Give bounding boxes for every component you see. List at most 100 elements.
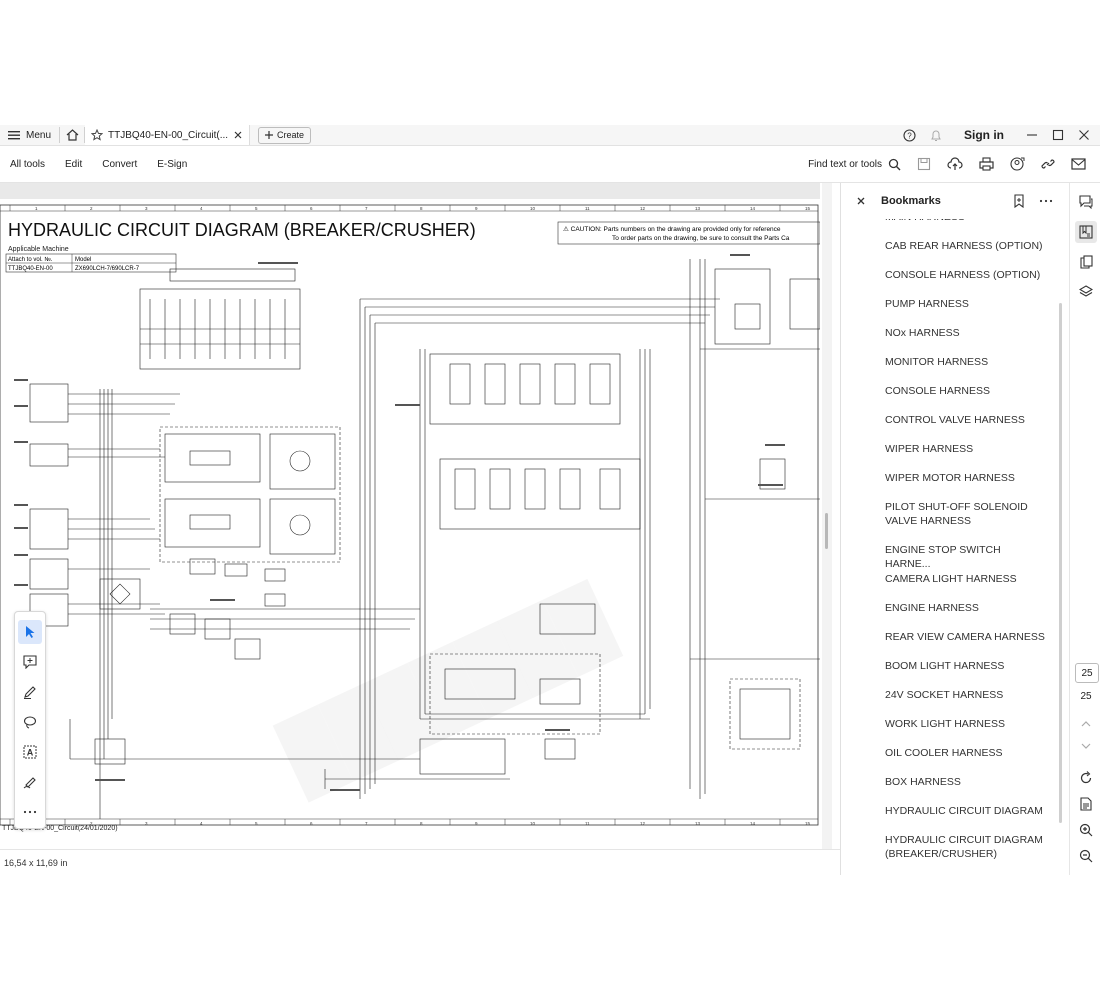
home-button[interactable]	[60, 125, 84, 145]
edit-menu[interactable]: Edit	[65, 158, 83, 170]
bookmark-item[interactable]: CONSOLE HARNESS (OPTION)	[885, 269, 1041, 281]
bookmark-item[interactable]: 24V SOCKET HARNESS	[885, 689, 1004, 701]
bookmark-item[interactable]: WIPER MOTOR HARNESS	[885, 472, 1015, 484]
bookmark-item[interactable]: PUMP HARNESS	[885, 298, 969, 310]
grid-number: 12	[640, 206, 646, 211]
window-close-icon[interactable]	[1078, 129, 1090, 141]
bookmark-item[interactable]: REAR VIEW CAMERA HARNESS	[885, 631, 1045, 643]
bookmark-item[interactable]: CAMERA LIGHT HARNESS	[885, 573, 1017, 585]
divider	[59, 127, 61, 143]
page-number-input[interactable]: 25	[1075, 663, 1099, 683]
rotate-button[interactable]	[1075, 767, 1097, 789]
bookmark-item[interactable]: HYDRAULIC CIRCUIT DIAGRAM	[885, 805, 1043, 817]
sign-in-button[interactable]: Sign in	[964, 128, 1004, 142]
signature-pen-icon	[23, 777, 36, 789]
bookmark-item[interactable]: BOX HARNESS	[885, 776, 961, 788]
bookmark-item[interactable]: BOOM LIGHT HARNESS	[885, 660, 1005, 672]
maximize-icon[interactable]	[1052, 129, 1064, 141]
bookmark-item[interactable]: WIPER HARNESS	[885, 443, 974, 455]
comments-rail-button[interactable]	[1075, 191, 1097, 213]
tab-title: TTJBQ40-EN-00_Circuit(...	[108, 129, 229, 141]
next-page-button[interactable]	[1075, 735, 1097, 757]
hamburger-icon	[8, 131, 20, 140]
bell-icon[interactable]	[930, 129, 942, 142]
model-value: ZX690LCH-7/690LCR-7	[75, 266, 140, 272]
bookmark-item[interactable]: PILOT SHUT-OFF SOLENOID VALVE HARNESS	[885, 501, 1028, 527]
grid-number: 10	[530, 206, 536, 211]
esign-menu[interactable]: E-Sign	[157, 158, 188, 170]
chevron-down-icon	[1081, 743, 1091, 749]
cloud-upload-icon[interactable]	[947, 157, 963, 171]
print-icon[interactable]	[979, 157, 994, 171]
caution-line-2: To order parts on the drawing, be sure t…	[612, 235, 790, 242]
machine-table: Attach to vol. №. Model TTJBQ40-EN-00 ZX…	[5, 253, 177, 273]
minimize-icon[interactable]	[1026, 129, 1038, 141]
more-tools-button[interactable]	[18, 800, 42, 824]
bookmark-item[interactable]: OIL COOLER HARNESS	[885, 747, 1003, 759]
close-icon[interactable]	[233, 130, 243, 140]
email-icon[interactable]	[1071, 158, 1086, 170]
bookmark-item[interactable]: MAIN HARNESS	[885, 219, 1045, 224]
find-text-button[interactable]: Find text or tools	[808, 158, 901, 171]
draw-tool[interactable]	[18, 710, 42, 734]
all-tools-menu[interactable]: All tools	[10, 158, 46, 170]
panel-close-button[interactable]	[841, 196, 881, 206]
more-options-icon[interactable]	[1039, 199, 1053, 203]
bookmark-item[interactable]: NOx HARNESS	[885, 327, 960, 339]
bookmark-item[interactable]: CONSOLE HARNESS	[885, 385, 991, 397]
grid-number: 15	[805, 206, 811, 211]
bookmark-item[interactable]: ENGINE HARNESS	[885, 602, 979, 614]
link-icon[interactable]	[1041, 157, 1055, 171]
grid-number: 7	[365, 821, 368, 826]
document-tab[interactable]: TTJBQ40-EN-00_Circuit(...	[85, 125, 251, 145]
previous-page-button[interactable]	[1075, 713, 1097, 735]
diagram-heading: HYDRAULIC CIRCUIT DIAGRAM (BREAKER/CRUSH…	[8, 220, 476, 240]
pages-rail-button[interactable]	[1075, 251, 1097, 273]
text-tool[interactable]: A	[18, 740, 42, 764]
grid-number: 12	[640, 821, 646, 826]
svg-text:A: A	[27, 748, 34, 758]
star-icon[interactable]	[91, 129, 104, 141]
layers-rail-button[interactable]	[1075, 281, 1097, 303]
zoom-out-button[interactable]	[1075, 845, 1097, 867]
page-fit-button[interactable]	[1075, 793, 1097, 815]
help-icon[interactable]: ?	[903, 128, 916, 142]
menu-button[interactable]: Menu	[0, 125, 59, 145]
grid-number: 14	[750, 821, 756, 826]
bookmark-item[interactable]: MONITOR HARNESS	[885, 356, 989, 368]
divider	[84, 127, 86, 143]
convert-menu[interactable]: Convert	[102, 158, 138, 170]
titlebar-right: ? Sign in	[903, 125, 1100, 145]
comment-tool[interactable]	[18, 650, 42, 674]
zoom-in-button[interactable]	[1075, 819, 1097, 841]
grid-number: 4	[200, 821, 203, 826]
bookmarks-rail-button[interactable]	[1075, 221, 1097, 243]
bookmark-item[interactable]: CAB REAR HARNESS (OPTION)	[885, 240, 1043, 252]
share-user-icon[interactable]	[1010, 157, 1025, 171]
grid-number: 11	[585, 206, 590, 211]
grid-number: 6	[310, 821, 313, 826]
create-button[interactable]: Create	[258, 126, 312, 144]
create-label: Create	[277, 130, 305, 140]
grid-number: 8	[420, 206, 423, 211]
grid-number: 13	[695, 206, 701, 211]
add-bookmark-icon[interactable]	[1013, 194, 1025, 208]
document-scrollbar[interactable]	[822, 183, 832, 849]
bookmarks-panel: Bookmarks MAIN HARNESSCAB REAR HARNESS (…	[840, 183, 1069, 875]
sign-tool[interactable]	[18, 770, 42, 794]
text-box-icon: A	[23, 745, 37, 759]
save-icon[interactable]	[917, 157, 931, 171]
highlight-tool[interactable]	[18, 680, 42, 704]
bookmark-item[interactable]: CONTROL VALVE HARNESS	[885, 414, 1025, 426]
scrollbar-thumb[interactable]	[825, 513, 828, 549]
select-tool[interactable]	[18, 620, 42, 644]
bookmark-item[interactable]: ENGINE STOP SWITCH HARNE...	[885, 544, 1001, 570]
bookmark-item[interactable]: HYDRAULIC CIRCUIT DIAGRAM (BREAKER/CRUSH…	[885, 834, 1043, 860]
chevron-up-icon	[1081, 721, 1091, 727]
bookmarks-scrollbar[interactable]	[1059, 303, 1062, 823]
grid-number: 10	[530, 821, 536, 826]
bookmark-item[interactable]: WORK LIGHT HARNESS	[885, 718, 1005, 730]
